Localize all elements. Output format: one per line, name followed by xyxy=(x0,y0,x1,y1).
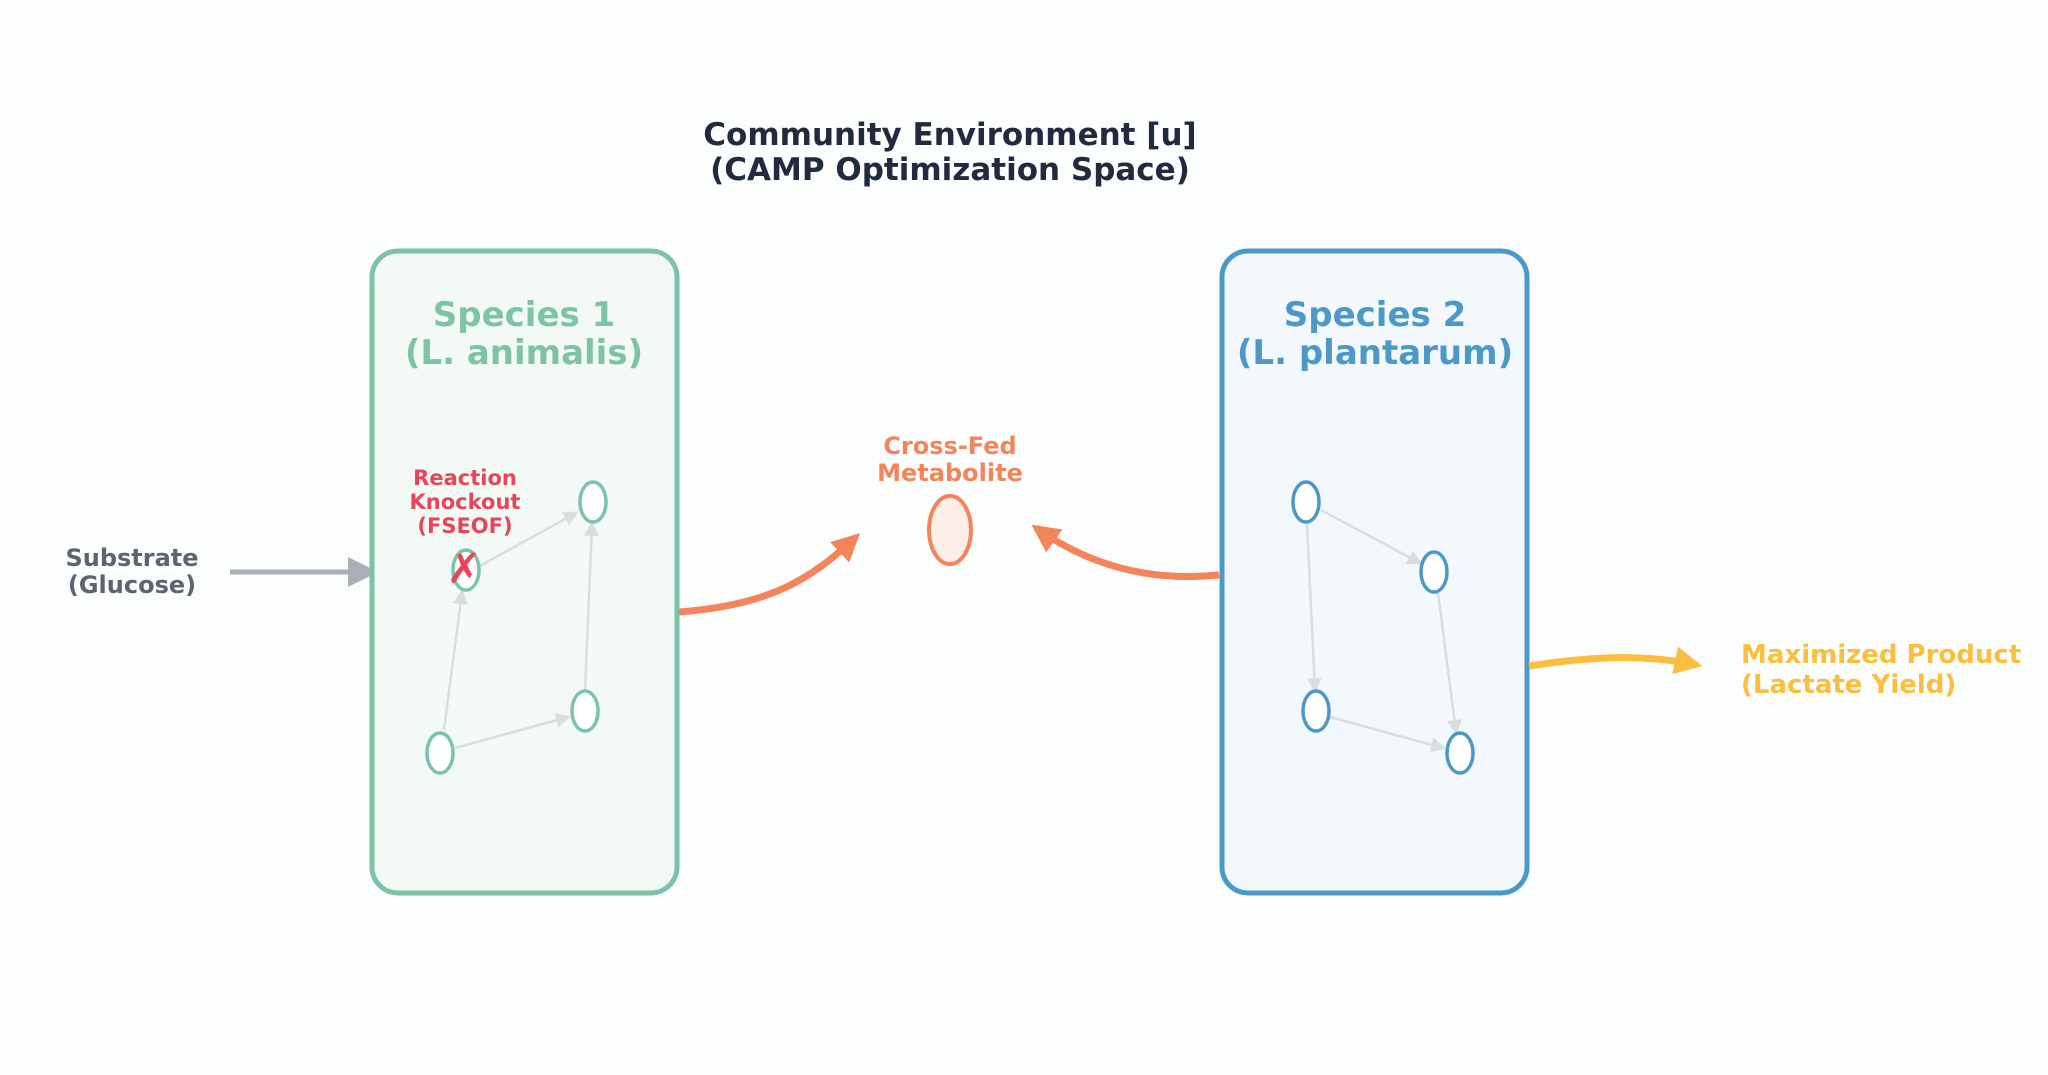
s1-edge-2 xyxy=(475,511,579,570)
export-flux-arrow xyxy=(678,533,861,616)
cross-fed-label-line-1: Cross-Fed xyxy=(883,432,1016,460)
s2-node-1 xyxy=(1291,480,1321,524)
knockout-label-line-3: (FSEOF) xyxy=(417,514,512,538)
knockout-x-icon: ✗ xyxy=(446,544,481,593)
knockout-label-line-1: Reaction xyxy=(413,466,517,490)
s1-node-4 xyxy=(570,689,600,733)
s1-edge-3 xyxy=(454,712,571,750)
title-line-2: (CAMP Optimization Space) xyxy=(710,152,1190,188)
s2-node-3 xyxy=(1301,689,1331,733)
species-1-network-edges xyxy=(442,511,599,750)
uptake-flux-arrow xyxy=(1031,524,1220,581)
s1-edge-4 xyxy=(583,521,599,691)
product-label-line-1: Maximized Product xyxy=(1741,640,2021,670)
s1-node-knockout xyxy=(451,548,481,592)
species-2-subtitle: (L. plantarum) xyxy=(1237,333,1513,373)
species-2-network-nodes xyxy=(1291,480,1475,775)
species-2-network-edges xyxy=(1305,508,1462,753)
knockout-label-line-2: Knockout xyxy=(410,490,521,514)
s1-node-2 xyxy=(578,480,608,524)
substrate-label-line-1: Substrate xyxy=(65,544,198,572)
product-arrow xyxy=(1528,646,1703,675)
s2-edge-4 xyxy=(1329,715,1446,753)
s2-edge-1 xyxy=(1320,508,1423,565)
title-line-1: Community Environment [u] xyxy=(703,117,1196,153)
species-1-subtitle: (L. animalis) xyxy=(405,333,643,373)
s2-edge-2 xyxy=(1305,523,1322,693)
s1-edge-1 xyxy=(442,589,468,731)
s2-node-4 xyxy=(1445,731,1475,775)
cross-fed-label-line-2: Metabolite xyxy=(877,459,1023,487)
cross-fed-metabolite-node xyxy=(927,494,973,566)
species-1-network-nodes xyxy=(425,480,608,775)
species-1-title: Species 1 xyxy=(433,295,615,335)
s2-node-2 xyxy=(1419,550,1449,594)
s2-edge-3 xyxy=(1436,592,1462,735)
species-2-title: Species 2 xyxy=(1284,295,1466,335)
product-label-line-2: (Lactate Yield) xyxy=(1741,670,1956,700)
s1-node-3 xyxy=(425,731,455,775)
substrate-label-line-2: (Glucose) xyxy=(68,571,196,599)
species-1-box xyxy=(369,248,680,896)
